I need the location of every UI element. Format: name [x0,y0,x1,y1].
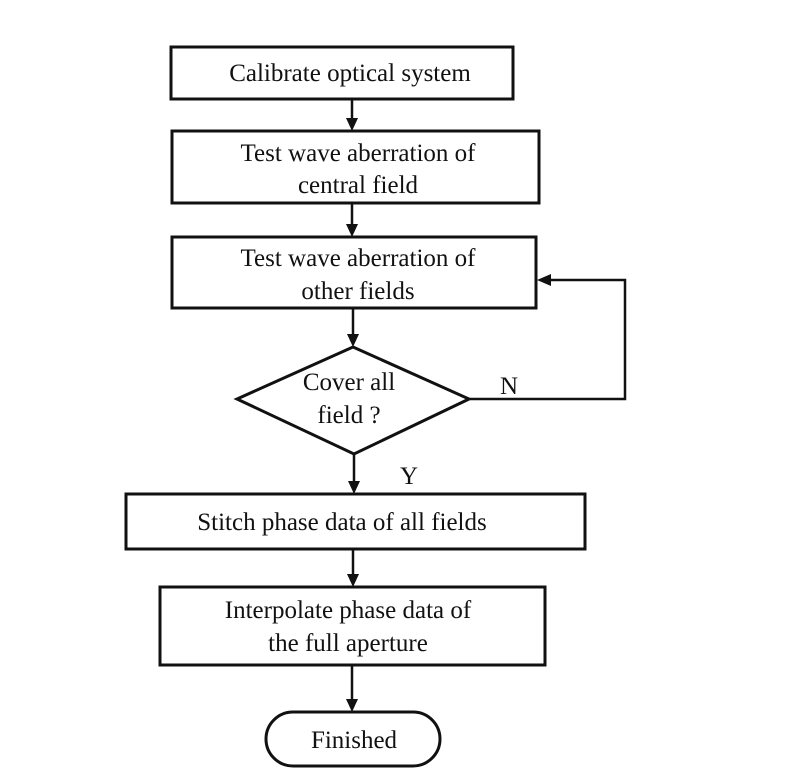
process-box [170,235,538,310]
node-calibrate: Calibrate optical system [169,45,515,101]
node-test-other: Test wave aberration of other fields [170,235,538,310]
node-test-central: Test wave aberration of central field [170,129,541,205]
node-test-other-line-2: other fields [301,278,414,305]
node-interpolate-line-1: Interpolate phase data of [225,597,472,624]
arrowhead-icon [347,334,359,347]
edge-label-yes: Y [400,463,418,490]
arrowhead-icon [537,274,551,286]
arrowhead-icon [348,481,360,494]
node-cover-all-decision: Cover all field ? [233,345,473,456]
node-stitch-text: Stitch phase data of all fields [197,509,487,536]
node-test-other-line-1: Test wave aberration of [241,245,477,272]
node-finished: Finished [264,710,442,768]
node-finished-text: Finished [311,727,398,754]
arrowhead-icon [346,118,358,131]
terminal-shape [264,710,442,768]
arrowhead-icon [347,574,359,587]
node-decision-line-2: field ? [317,402,380,429]
process-box [169,45,515,101]
arrowhead-icon [346,699,358,712]
process-box [124,492,587,551]
process-box [158,585,547,667]
node-test-central-line-2: central field [298,172,419,199]
edge-decision-no-loop [469,278,627,401]
arrowhead-icon [346,224,358,237]
node-test-central-line-1: Test wave aberration of [241,140,477,167]
decision-diamond [233,345,473,456]
node-decision-line-1: Cover all [303,369,395,396]
node-stitch: Stitch phase data of all fields [124,492,587,551]
edge-label-no: N [500,373,518,400]
process-box [170,129,541,205]
edges [346,99,627,712]
node-interpolate-line-2: the full aperture [268,630,428,657]
node-interpolate: Interpolate phase data of the full apert… [158,585,547,667]
node-calibrate-text: Calibrate optical system [229,60,471,87]
